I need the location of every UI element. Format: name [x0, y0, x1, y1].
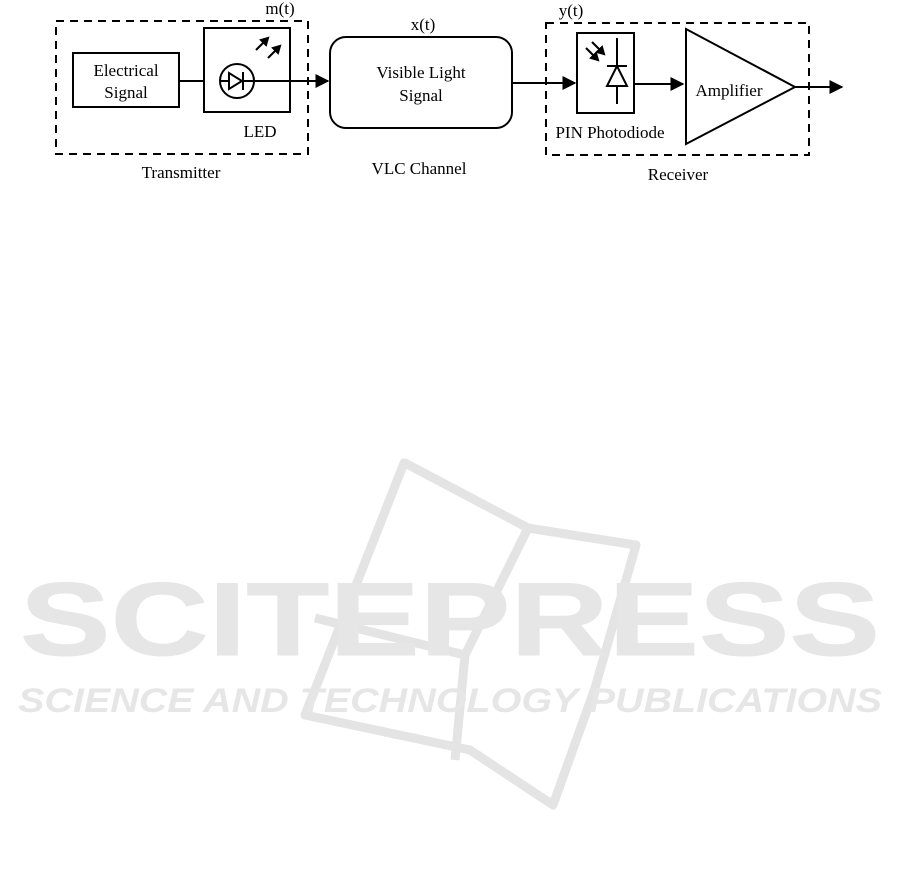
- electrical-signal-label-line2: Signal: [104, 83, 148, 102]
- sciteepress-watermark: SCITEPRESS SCIENCE AND TECHNOLOGY PUBLIC…: [18, 463, 882, 805]
- transmitter-group: Electrical Signal LED m(t) Transmitter: [56, 0, 308, 182]
- pin-photodiode-label: PIN Photodiode: [555, 123, 664, 142]
- vlc-channel-label: VLC Channel: [372, 159, 467, 178]
- electrical-signal-label-line1: Electrical: [93, 61, 158, 80]
- led-label: LED: [243, 122, 276, 141]
- watermark-subtitle: SCIENCE AND TECHNOLOGY PUBLICATIONS: [18, 682, 882, 720]
- visible-light-signal-box: [330, 37, 512, 128]
- visible-light-signal-label-line1: Visible Light: [376, 63, 465, 82]
- signal-m-t-label: m(t): [265, 0, 294, 18]
- amplifier-label: Amplifier: [695, 81, 762, 100]
- transmitter-label: Transmitter: [142, 163, 221, 182]
- photodiode-box: [577, 33, 634, 113]
- signal-x-t-label: x(t): [411, 15, 436, 34]
- watermark-title: SCITEPRESS: [20, 562, 880, 678]
- receiver-group: y(t) Amplifier PIN Photodiode Receiver: [546, 1, 809, 184]
- channel-group: Visible Light Signal x(t) VLC Channel: [330, 15, 512, 178]
- led-box: [204, 28, 290, 112]
- signal-y-t-label: y(t): [559, 1, 584, 20]
- visible-light-signal-label-line2: Signal: [399, 86, 443, 105]
- receiver-label: Receiver: [648, 165, 709, 184]
